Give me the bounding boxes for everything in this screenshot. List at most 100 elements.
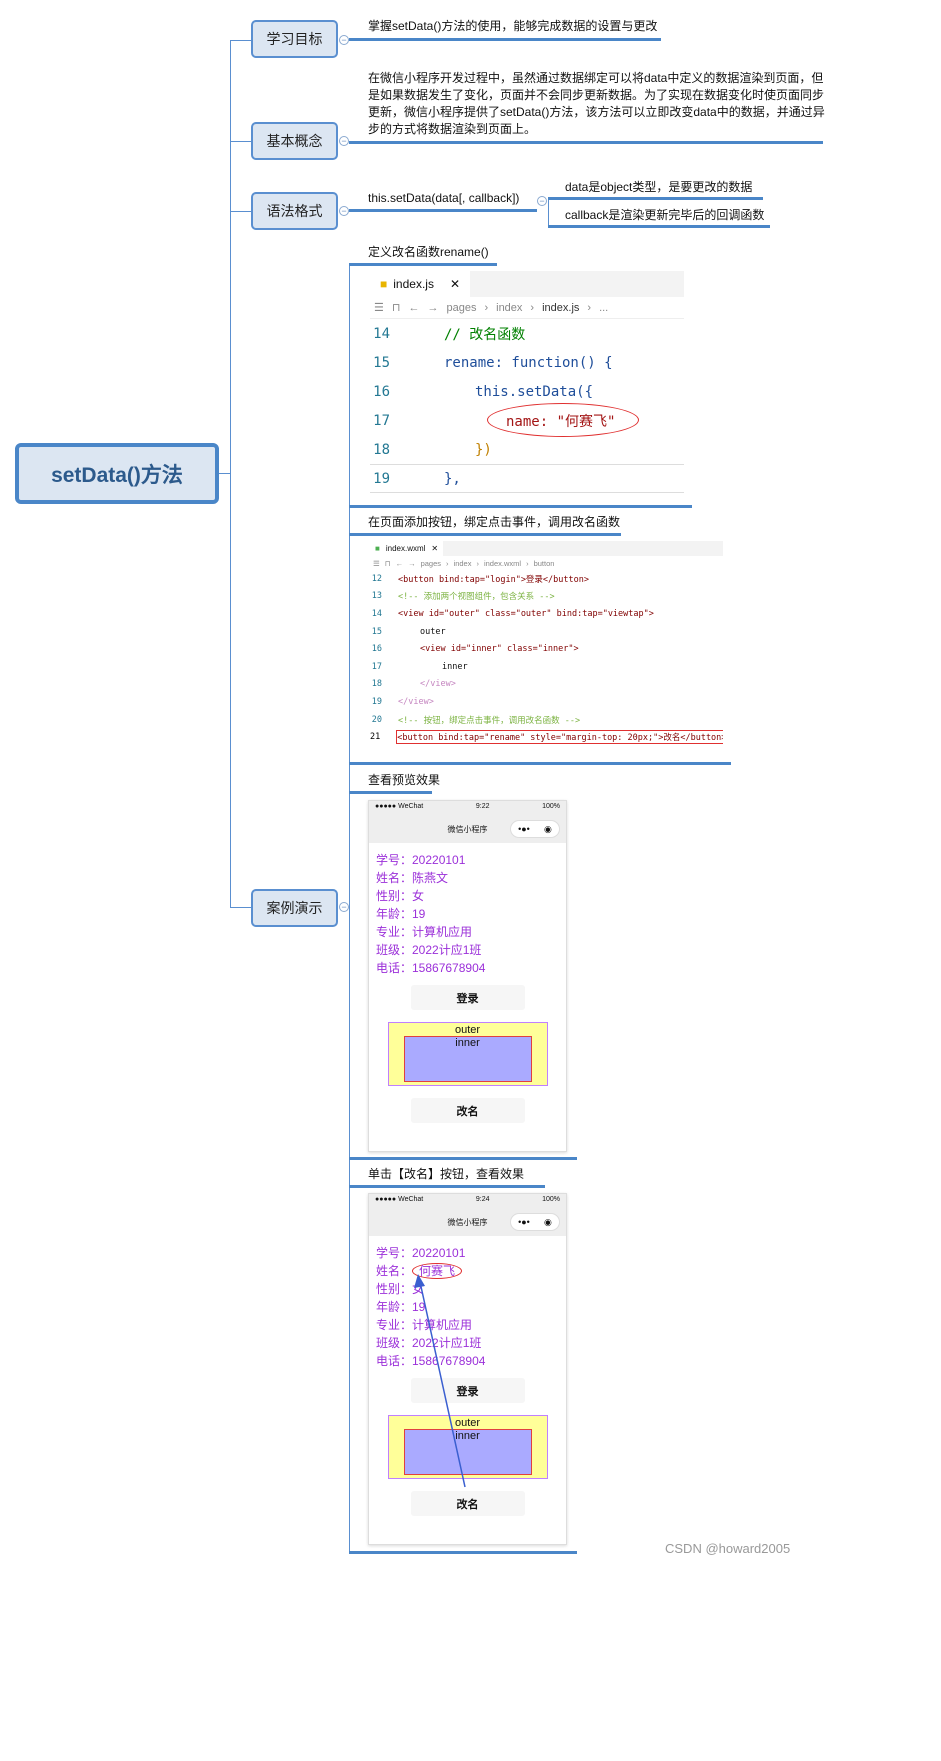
editor-tab[interactable]: ■index.wxml✕ xyxy=(370,541,444,556)
editor-tab[interactable]: ■index.js✕ xyxy=(370,271,470,297)
underline xyxy=(349,1157,577,1160)
underline xyxy=(349,533,621,536)
back-icon[interactable]: ← xyxy=(395,558,404,568)
nav-bar: 微信小程序•●•◉ xyxy=(369,815,566,843)
underline xyxy=(349,1551,577,1554)
code-line: 12<button bind:tap="login">登录</button> xyxy=(371,573,589,585)
info-line: 姓名：何赛飞 xyxy=(376,1262,559,1280)
root-connector xyxy=(219,473,230,474)
forward-icon[interactable]: → xyxy=(427,301,439,314)
code-line: 20<!-- 按钮，绑定点击事件，调用改名函数 --> xyxy=(371,714,581,726)
underline xyxy=(349,141,823,144)
login-button[interactable]: 登录 xyxy=(410,985,525,1010)
bookmark-icon[interactable]: ⊓ xyxy=(384,558,391,568)
info-line: 专业：计算机应用 xyxy=(376,1318,473,1332)
breadcrumb-item[interactable]: index xyxy=(453,558,472,568)
close-circle-icon[interactable]: ◉ xyxy=(544,1216,552,1227)
underline xyxy=(349,38,661,41)
demo-step-3: 查看预览效果 xyxy=(368,773,441,787)
code-editor-js: ■index.js✕ ☰⊓←→ pages›index›index.js›...… xyxy=(370,271,684,502)
code-line: 18</view> xyxy=(371,679,456,690)
code-line: 14// 改名函数 xyxy=(373,325,526,343)
back-icon[interactable]: ← xyxy=(408,301,420,314)
breadcrumb-item[interactable]: button xyxy=(533,558,555,568)
breadcrumb-item[interactable]: pages xyxy=(420,558,442,568)
info-line: 学号：20220101 xyxy=(376,853,466,867)
root-node[interactable]: setData()方法 xyxy=(15,443,219,504)
rename-button[interactable]: 改名 xyxy=(410,1098,525,1123)
new-name-highlight: 何赛飞 xyxy=(412,1263,463,1279)
capsule-menu[interactable]: •●• ◉ xyxy=(510,1213,560,1231)
breadcrumb-item[interactable]: index xyxy=(496,301,523,314)
underline xyxy=(349,1185,545,1188)
collapse-icon[interactable]: − xyxy=(339,35,349,45)
more-icon[interactable]: •●• xyxy=(518,824,530,834)
close-circle-icon[interactable]: ◉ xyxy=(544,823,552,834)
code-line: 19</view> xyxy=(371,696,434,707)
inner-view[interactable]: inner xyxy=(403,1429,532,1475)
learning-goal-text: 掌握setData()方法的使用，能够完成数据的设置与更改 xyxy=(368,19,658,33)
watermark: CSDN @howard2005 xyxy=(665,1541,791,1556)
info-line: 年龄：19 xyxy=(376,1300,426,1314)
syntax-text: this.setData(data[, callback]) xyxy=(368,191,520,205)
connector xyxy=(230,40,251,41)
inner-view[interactable]: inner xyxy=(403,1036,532,1082)
info-line: 学号：20220101 xyxy=(376,1246,466,1260)
basic-concept-text: 在微信小程序开发过程中，虽然通过数据绑定可以将data中定义的数据渲染到页面，但… xyxy=(368,71,825,136)
syntax-child-callback: callback是渲染更新完毕后的回调函数 xyxy=(565,208,765,222)
login-button[interactable]: 登录 xyxy=(410,1378,525,1403)
forward-icon[interactable]: → xyxy=(408,558,416,568)
wxml-file-icon: ■ xyxy=(375,544,380,553)
code-line: 21<button bind:tap="rename" style="margi… xyxy=(370,728,723,746)
demo-step-2: 在页面添加按钮，绑定点击事件，调用改名函数 xyxy=(368,515,621,529)
breadcrumb-item[interactable]: index.js xyxy=(542,301,580,314)
bookmark-icon[interactable]: ⊓ xyxy=(391,302,401,314)
demo-connector xyxy=(349,264,350,1554)
info-line: 专业：计算机应用 xyxy=(376,925,473,939)
branch-demo[interactable]: 案例演示 xyxy=(251,889,338,927)
close-icon[interactable]: ✕ xyxy=(449,277,460,291)
connector xyxy=(230,141,251,142)
collapse-icon[interactable]: − xyxy=(537,196,547,206)
branch-syntax[interactable]: 语法格式 xyxy=(251,192,338,230)
underline xyxy=(349,791,432,794)
underline xyxy=(548,197,763,200)
outline-icon[interactable]: ☰ xyxy=(373,558,380,568)
outline-icon[interactable]: ☰ xyxy=(374,302,384,314)
breadcrumb-item: ... xyxy=(599,301,609,314)
branch-basic-concept[interactable]: 基本概念 xyxy=(251,122,338,160)
collapse-icon[interactable]: − xyxy=(339,206,349,216)
connector xyxy=(230,211,251,212)
code-line: 19}, xyxy=(370,464,684,493)
close-icon[interactable]: ✕ xyxy=(431,544,439,553)
more-icon[interactable]: •●• xyxy=(518,1217,530,1227)
code-editor-wxml: ■index.wxml✕ ☰⊓←→ pages›index›index.wxml… xyxy=(370,541,723,749)
info-line: 电话：15867678904 xyxy=(376,961,486,975)
branch-learning-goal[interactable]: 学习目标 xyxy=(251,20,338,58)
capsule-menu[interactable]: •●• ◉ xyxy=(510,820,560,838)
info-line: 班级：2022计应1班 xyxy=(376,943,482,957)
code-line: 13<!-- 添加两个视图组件，包含关系 --> xyxy=(371,591,555,603)
breadcrumb-item[interactable]: pages xyxy=(446,301,477,314)
underline xyxy=(349,762,731,765)
rename-button[interactable]: 改名 xyxy=(410,1491,525,1516)
code-line: 16<view id="inner" class="inner"> xyxy=(371,644,579,655)
collapse-icon[interactable]: − xyxy=(339,136,349,146)
collapse-icon[interactable]: − xyxy=(339,902,349,912)
connector xyxy=(548,198,549,227)
nav-bar: 微信小程序•●•◉ xyxy=(369,1208,566,1236)
js-file-icon: ■ xyxy=(380,277,388,291)
underline xyxy=(349,263,497,266)
underline xyxy=(548,225,770,228)
trunk-connector xyxy=(230,40,231,908)
breadcrumb-item[interactable]: index.wxml xyxy=(483,558,522,568)
